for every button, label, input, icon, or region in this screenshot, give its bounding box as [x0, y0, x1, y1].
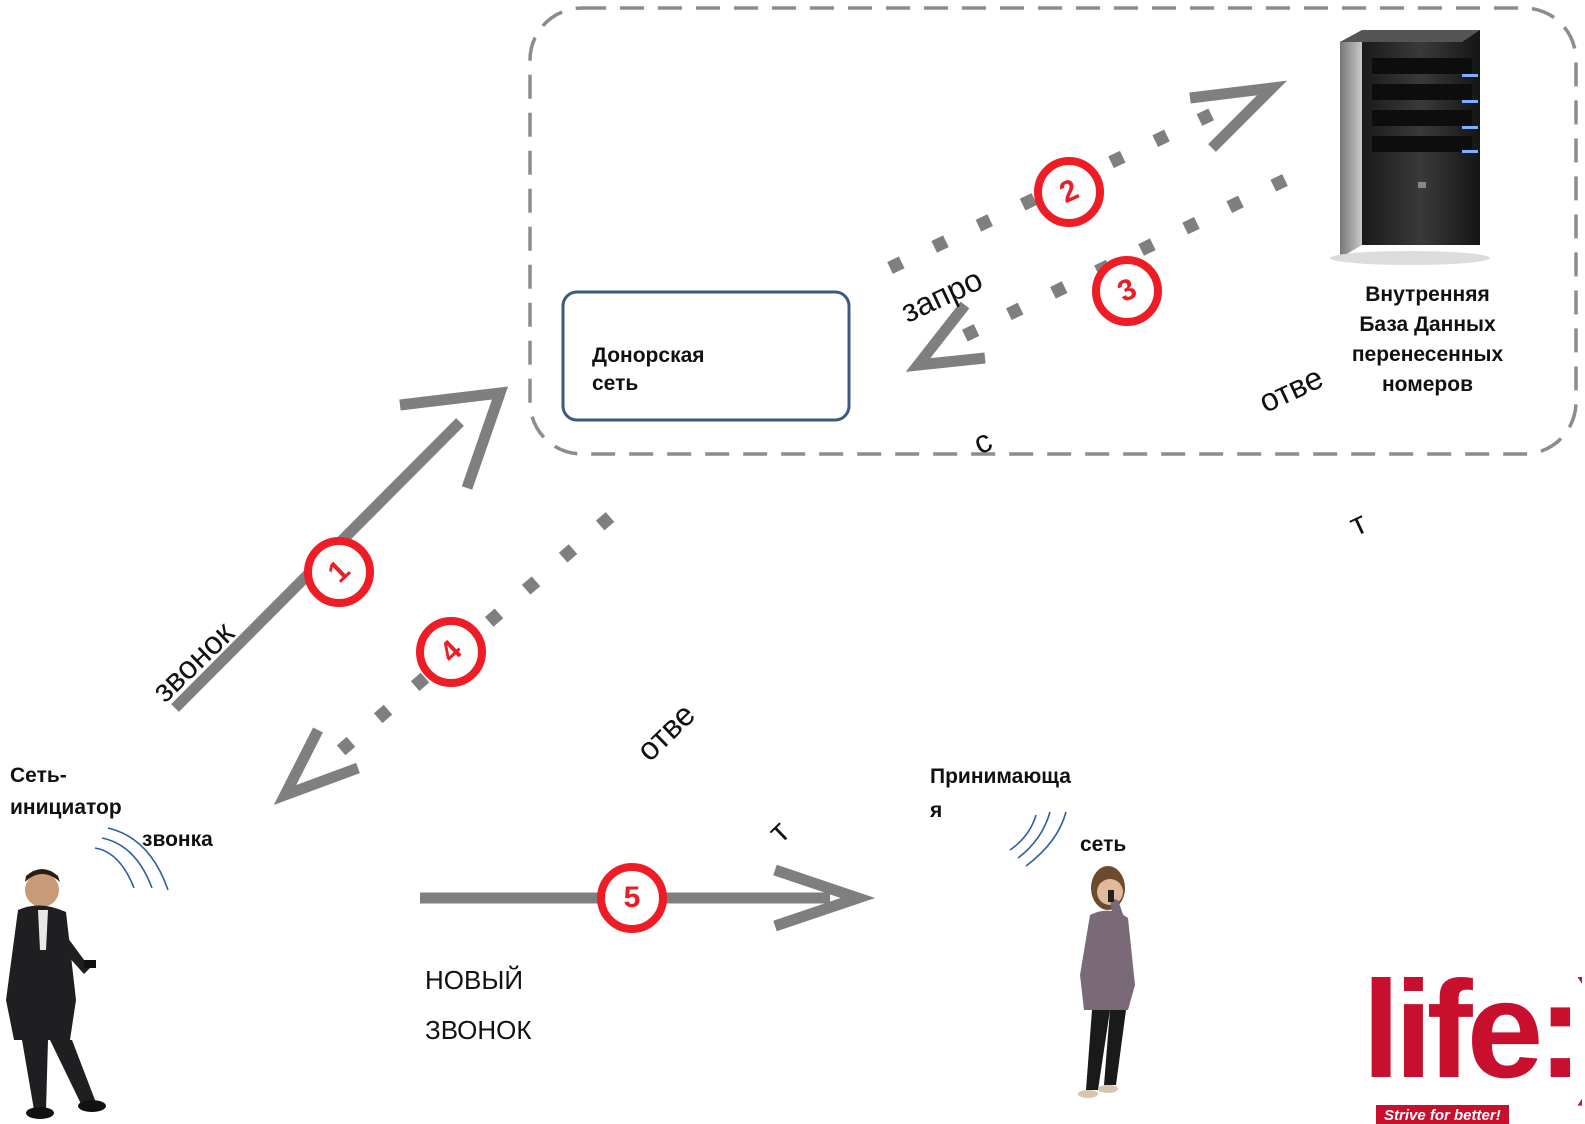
step5-label-line1: НОВЫЙ: [425, 965, 524, 995]
step3-badge: 3: [1092, 256, 1162, 326]
arrow-response-db: [905, 174, 1288, 372]
receiver-label-line2: я: [930, 799, 943, 822]
arrow-response-initiator: [273, 512, 615, 806]
initiator-label-line1: Сеть-: [10, 764, 67, 787]
receiver-label: Принимающа я сеть: [930, 760, 1170, 862]
receiver-label-line1: Принимающа: [930, 765, 1071, 788]
network-boundary: [528, 6, 1578, 456]
database-label-line1: Внутренняя: [1365, 283, 1490, 306]
server-icon: [1330, 30, 1490, 265]
step3-number: 3: [1112, 272, 1142, 310]
step4-number: 4: [433, 633, 469, 670]
signal-waves-icon: [1009, 811, 1067, 867]
step1-number: 1: [321, 553, 357, 590]
receiver-label-line3: сеть: [1080, 833, 1127, 856]
initiator-label: Сеть- инициатор звонка: [10, 760, 270, 856]
arrow-request: [887, 80, 1288, 274]
life-logo-text: life:): [1362, 975, 1582, 1107]
step5-label-line2: ЗВОНОК: [425, 1015, 532, 1045]
step1-badge: 1: [304, 537, 374, 607]
donor-network-box: [561, 290, 851, 422]
donor-network-label-line2: сеть: [592, 372, 639, 395]
step5-label: НОВЫЙ ЗВОНОК: [425, 955, 532, 1055]
database-label: Внутренняя База Данных перенесенных номе…: [1305, 280, 1550, 400]
step5-badge: 5: [597, 863, 667, 933]
signal-waves-icon: [94, 827, 169, 891]
life-logo: life:) Strive for better!: [1362, 975, 1582, 1124]
step2-number: 2: [1054, 173, 1084, 211]
database-label-line2: База Данных: [1359, 313, 1496, 336]
step4-badge: 4: [416, 617, 486, 687]
initiator-label-line2: инициатор: [10, 796, 122, 819]
database-label-line3: перенесенных: [1351, 343, 1504, 366]
donor-network-label-line1: Донорская: [592, 344, 705, 367]
woman-phone-icon: [1078, 866, 1135, 1098]
step5-number: 5: [623, 881, 641, 914]
database-label-line4: номеров: [1381, 373, 1473, 396]
businessman-phone-icon: [6, 869, 106, 1119]
donor-network-label: Донорская сеть: [592, 342, 705, 398]
initiator-label-line3: звонка: [142, 828, 213, 851]
life-logo-slogan: Strive for better!: [1376, 1105, 1509, 1124]
step2-badge: 2: [1034, 157, 1104, 227]
